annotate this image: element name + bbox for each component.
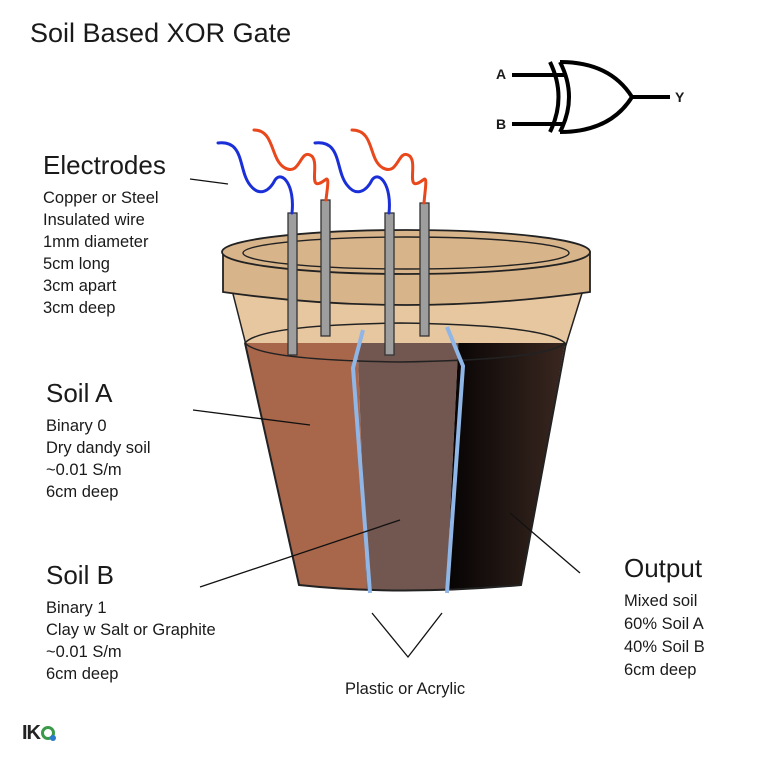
divider-caption: Plastic or Acrylic (345, 680, 466, 698)
soil-b-line: Binary 1 (46, 599, 107, 617)
soil-b-region (357, 343, 459, 591)
soil-a-line: ~0.01 S/m (46, 461, 122, 479)
soil-a-description: Soil A Binary 0 Dry dandy soil ~0.01 S/m… (46, 378, 151, 503)
logo-text: IK (22, 722, 41, 744)
soil-a-line: Dry dandy soil (46, 439, 151, 457)
divider-right (445, 326, 466, 594)
output-line: Mixed soil (624, 592, 698, 610)
xor-gate-symbol (512, 60, 670, 134)
electrodes-line: 5cm long (43, 255, 110, 273)
wire-blue-2 (313, 141, 391, 215)
output-line: 60% Soil A (624, 615, 704, 633)
leader-soil-b (199, 519, 401, 588)
soil-fill (245, 343, 565, 591)
electrodes-line: 3cm deep (43, 299, 116, 317)
soil-a-heading: Soil A (46, 378, 113, 408)
pot-rim-top (221, 229, 591, 275)
soil-b-line: ~0.01 S/m (46, 643, 122, 661)
electrodes-description: Electrodes Copper or Steel Insulated wir… (43, 150, 166, 319)
wire-red-2 (350, 128, 428, 205)
logo-mark-icon (41, 726, 56, 741)
diagram-title: Soil Based XOR Gate (30, 18, 292, 48)
wire-red-1 (252, 128, 330, 202)
leader-divider (371, 612, 443, 659)
soil-b-line: 6cm deep (46, 665, 119, 683)
electrode-2 (320, 199, 331, 337)
soil-b-description: Soil B Binary 1 Clay w Salt or Graphite … (46, 560, 216, 685)
gate-input-a-label: A (496, 66, 507, 82)
electrodes-line: 1mm diameter (43, 233, 149, 251)
output-heading: Output (624, 553, 703, 583)
soil-a-line: 6cm deep (46, 483, 119, 501)
gate-output-label: Y (675, 89, 685, 105)
electrodes-heading: Electrodes (43, 150, 166, 180)
wires (216, 128, 428, 215)
logo: IK (22, 722, 56, 745)
soil-a-line: Binary 0 (46, 417, 107, 435)
divider-left (350, 329, 372, 594)
electrodes-line: Insulated wire (43, 211, 145, 229)
electrode-4 (419, 202, 430, 337)
wire-blue-1 (216, 141, 294, 215)
gate-input-b-label: B (496, 116, 507, 132)
electrode-3 (384, 212, 395, 356)
output-line: 40% Soil B (624, 638, 705, 656)
electrodes-line: Copper or Steel (43, 189, 159, 207)
soil-b-heading: Soil B (46, 560, 114, 590)
pot-rim-inner (242, 236, 570, 270)
leader-lines (189, 178, 581, 659)
output-soil-region (446, 343, 565, 591)
output-description: Output Mixed soil 60% Soil A 40% Soil B … (624, 553, 705, 682)
pot-outline (244, 342, 567, 592)
leader-output (509, 512, 581, 574)
leader-electrodes (189, 178, 229, 185)
electrodes-line: 3cm apart (43, 277, 117, 295)
leader-soil-a (192, 409, 311, 426)
output-line: 6cm deep (624, 661, 697, 679)
soil-b-line: Clay w Salt or Graphite (46, 621, 216, 639)
electrode-1 (287, 212, 298, 356)
